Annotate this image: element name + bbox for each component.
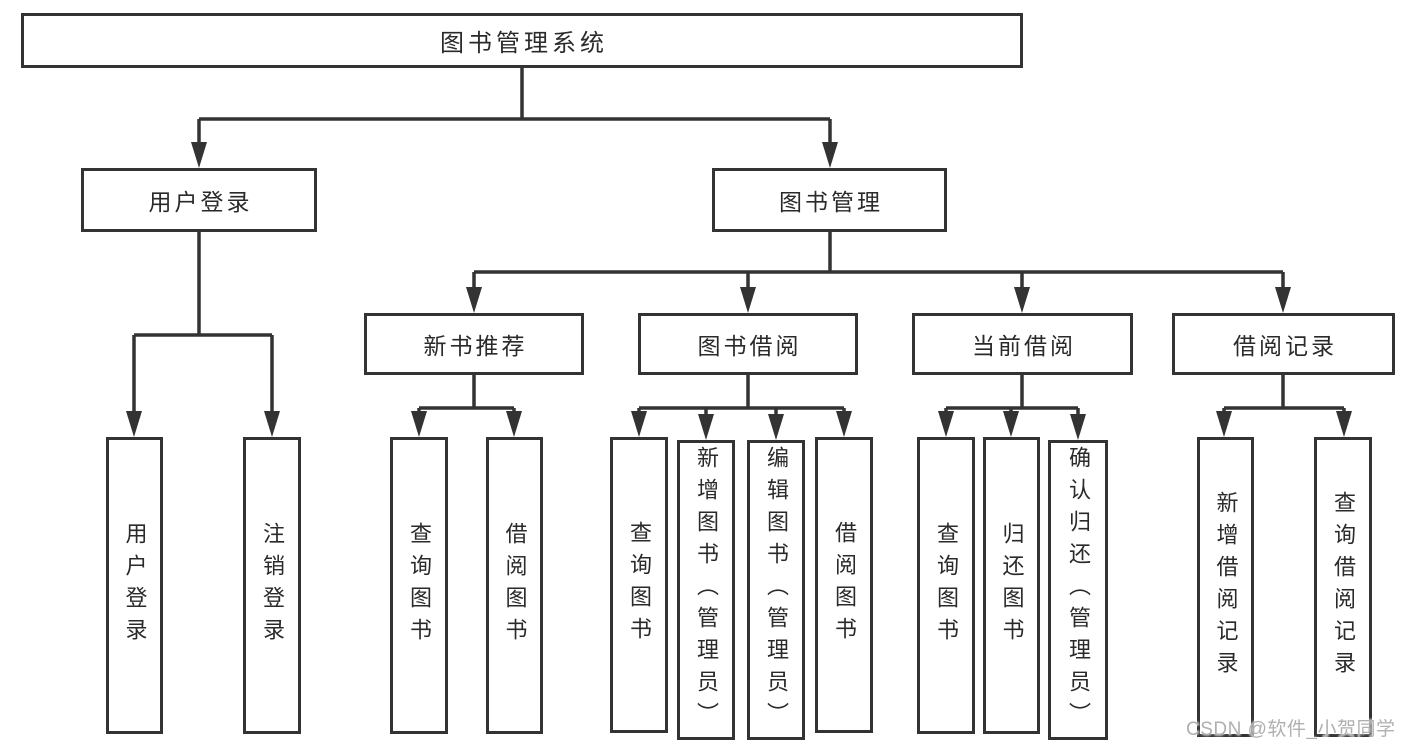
node-user-login-label: 用户登录 bbox=[148, 189, 253, 215]
arrow-to-leaf-query-books-2 bbox=[631, 411, 647, 437]
leaf-query-books-2-label: 查询图书 bbox=[627, 521, 652, 649]
connector-userlogin-branch bbox=[132, 232, 274, 413]
connector-currentborrow-branch bbox=[944, 375, 1080, 416]
connector-paths bbox=[132, 67, 1346, 416]
arrow-to-leaf-logout bbox=[264, 411, 280, 437]
node-borrow-records-label: 借阅记录 bbox=[1233, 333, 1337, 359]
node-root-system-label: 图书管理系统 bbox=[440, 30, 608, 57]
leaf-return-books: 归还图书 bbox=[983, 437, 1040, 734]
leaf-query-borrow-record: 查询借阅记录 bbox=[1314, 437, 1372, 737]
leaf-query-books-3: 查询图书 bbox=[917, 437, 975, 734]
leaf-query-books-3-label: 查询图书 bbox=[934, 521, 959, 650]
node-current-borrow-label: 当前借阅 bbox=[972, 333, 1076, 359]
arrow-to-leaf-borrow-books-2 bbox=[836, 411, 852, 437]
leaf-user-login-label: 用户登录 bbox=[122, 521, 148, 650]
leaf-borrow-books-1: 借阅图书 bbox=[486, 437, 543, 734]
leaf-add-borrow-record: 新增借阅记录 bbox=[1197, 437, 1254, 737]
leaf-edit-books-admin: 编辑图书（管理员） bbox=[747, 440, 805, 740]
arrow-to-leaf-query-books-3 bbox=[938, 411, 954, 437]
arrow-to-user-login bbox=[191, 142, 207, 168]
arrow-to-borrow-records bbox=[1275, 287, 1291, 313]
arrow-to-book-borrow bbox=[740, 287, 756, 313]
node-book-management: 图书管理 bbox=[712, 168, 947, 232]
arrow-to-leaf-return-books bbox=[1003, 411, 1019, 437]
csdn-watermark: CSDN @软件_小贺同学 bbox=[1186, 719, 1396, 740]
node-new-book-recommend: 新书推荐 bbox=[364, 313, 584, 375]
leaf-add-books-admin: 新增图书（管理员） bbox=[677, 440, 735, 740]
leaf-user-login: 用户登录 bbox=[106, 437, 163, 734]
node-user-login: 用户登录 bbox=[81, 168, 317, 232]
connector-bookborrow-branch bbox=[637, 375, 846, 416]
arrow-to-leaf-add-books bbox=[698, 414, 714, 440]
node-book-borrow-label: 图书借阅 bbox=[697, 333, 802, 359]
arrow-to-current-borrow bbox=[1014, 287, 1030, 313]
leaf-borrow-books-2: 借阅图书 bbox=[815, 437, 873, 733]
leaf-confirm-return-admin-label: 确认归还（管理员） bbox=[1066, 446, 1091, 734]
leaf-logout-label: 注销登录 bbox=[260, 521, 285, 650]
arrow-to-leaf-query-record bbox=[1336, 411, 1352, 437]
leaf-logout: 注销登录 bbox=[243, 437, 301, 734]
leaf-query-books-2: 查询图书 bbox=[610, 437, 668, 733]
leaf-query-books-1-label: 查询图书 bbox=[407, 521, 432, 650]
leaf-confirm-return-admin: 确认归还（管理员） bbox=[1048, 440, 1108, 740]
arrow-to-leaf-add-record bbox=[1216, 411, 1232, 437]
leaf-borrow-books-2-label: 借阅图书 bbox=[832, 521, 857, 649]
arrow-to-leaf-borrow-books-1 bbox=[506, 411, 522, 437]
connector-arrowheads bbox=[126, 142, 1352, 440]
leaf-query-books-1: 查询图书 bbox=[390, 437, 448, 734]
leaf-add-borrow-record-label: 新增借阅记录 bbox=[1213, 491, 1239, 683]
node-borrow-records: 借阅记录 bbox=[1172, 313, 1395, 375]
connector-records-branch bbox=[1222, 375, 1346, 413]
arrow-to-leaf-query-books-1 bbox=[411, 411, 427, 437]
node-book-management-label: 图书管理 bbox=[779, 189, 883, 215]
leaf-borrow-books-1-label: 借阅图书 bbox=[502, 521, 528, 650]
arrow-to-leaf-user-login bbox=[126, 411, 142, 437]
arrow-to-leaf-confirm-return bbox=[1070, 414, 1086, 440]
node-root-system: 图书管理系统 bbox=[21, 13, 1023, 68]
arrow-to-book-management bbox=[822, 142, 838, 168]
leaf-add-books-admin-label: 新增图书（管理员） bbox=[694, 446, 719, 734]
arrow-to-new-book-recommend bbox=[466, 287, 482, 313]
arrow-to-leaf-edit-books bbox=[768, 414, 784, 440]
node-current-borrow: 当前借阅 bbox=[912, 313, 1133, 375]
connector-newbook-branch bbox=[417, 375, 516, 413]
node-book-borrow: 图书借阅 bbox=[638, 313, 858, 375]
connector-root-to-level2 bbox=[197, 67, 832, 144]
leaf-query-borrow-record-label: 查询借阅记录 bbox=[1331, 491, 1356, 683]
node-new-book-recommend-label: 新书推荐 bbox=[423, 333, 528, 359]
connector-bookmgmt-to-level3 bbox=[472, 232, 1285, 289]
leaf-edit-books-admin-label: 编辑图书（管理员） bbox=[764, 446, 789, 734]
leaf-return-books-label: 归还图书 bbox=[999, 521, 1025, 650]
